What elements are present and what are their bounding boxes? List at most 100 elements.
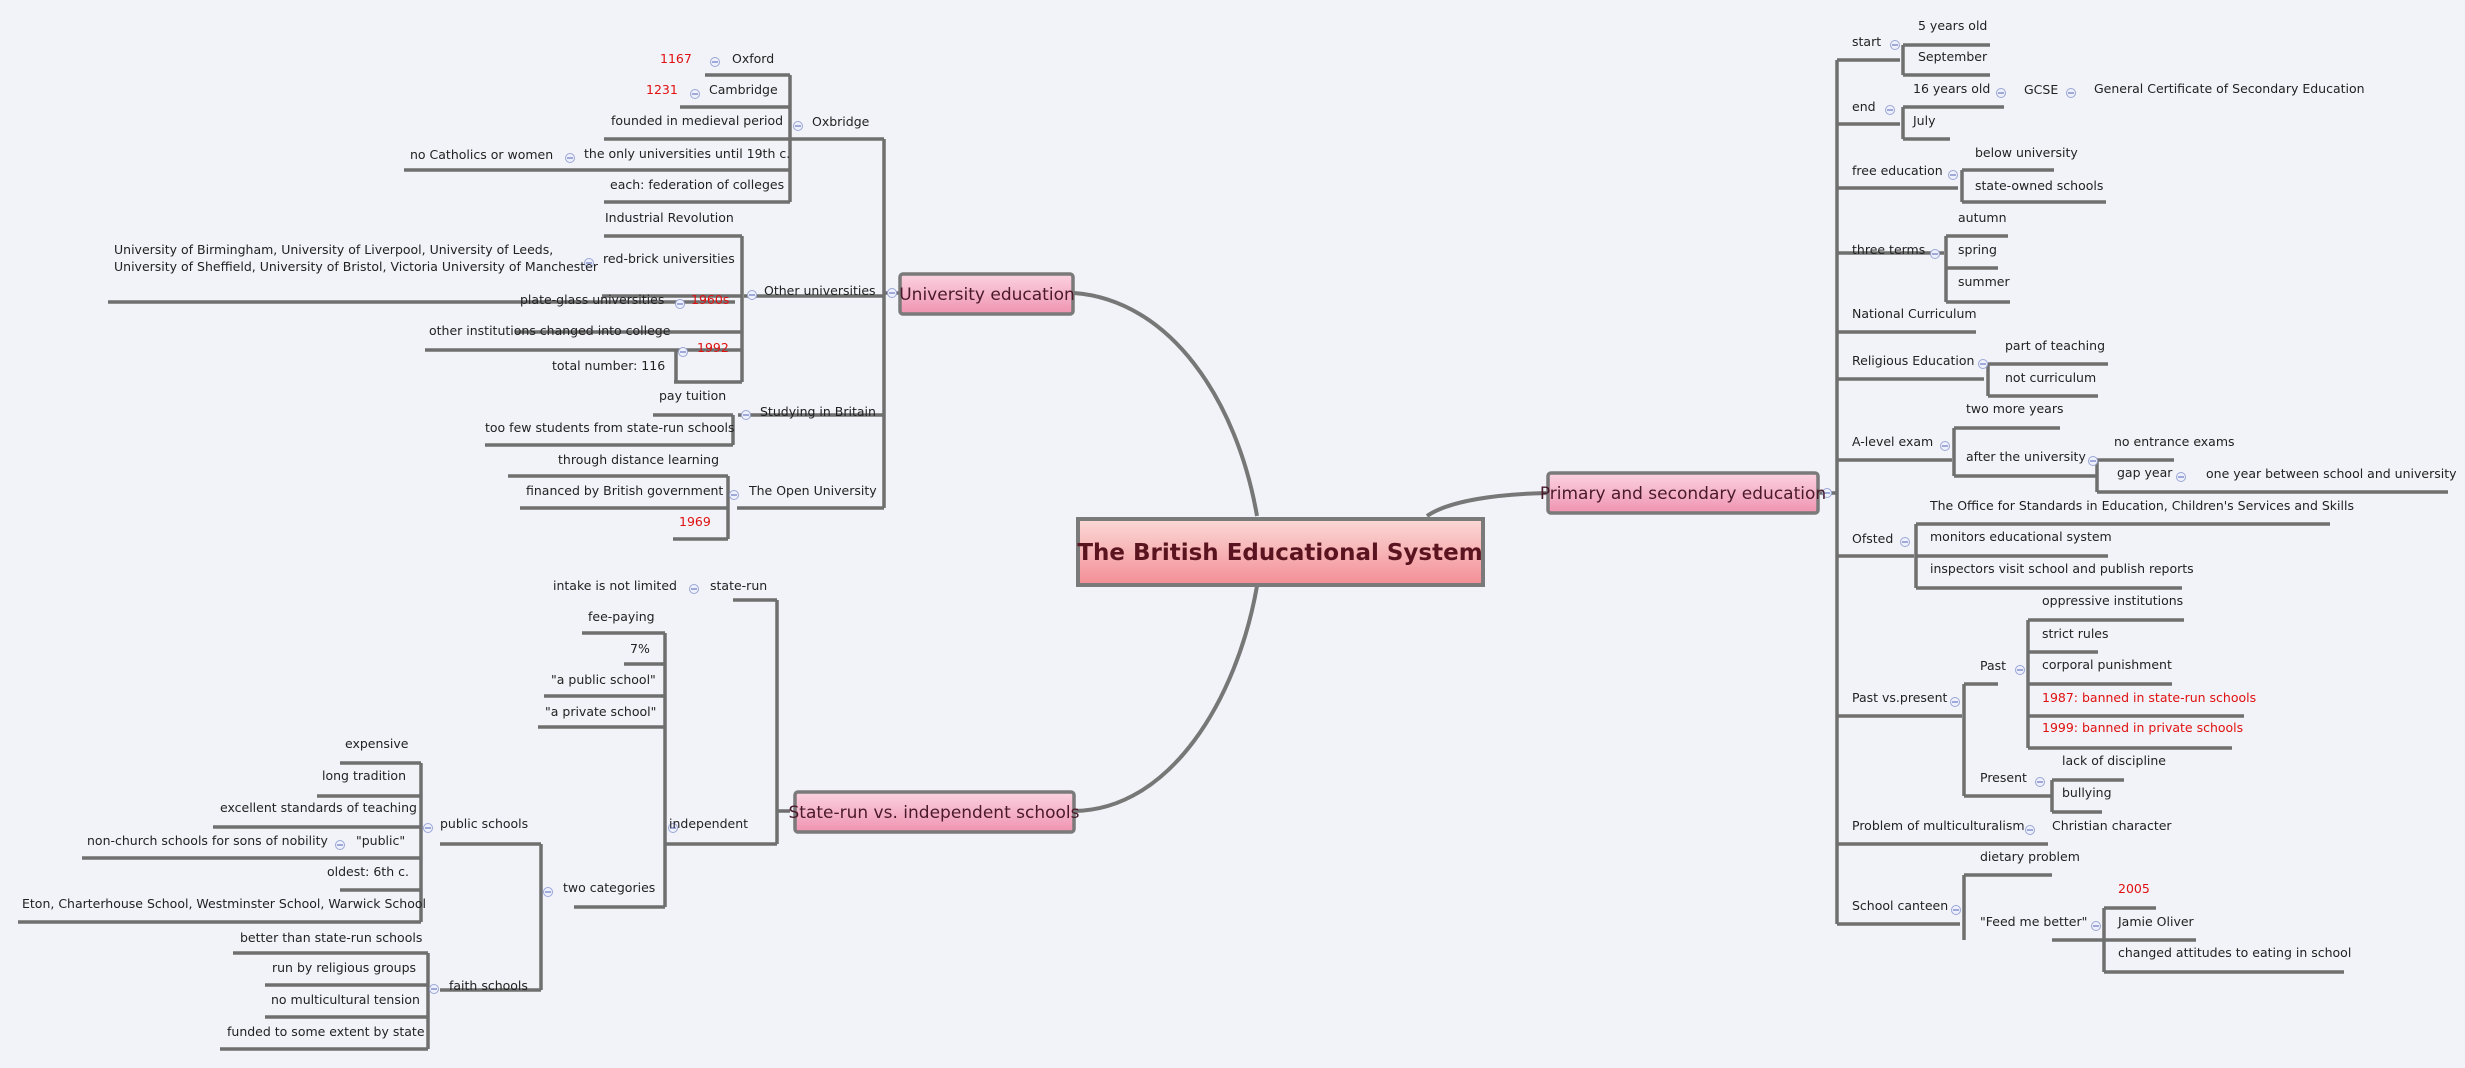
subtopic-label[interactable]: plate-glass universities [520,292,664,307]
subtopic-label[interactable]: Past vs.present [1852,690,1948,705]
subtopic-label[interactable]: end [1852,99,1876,114]
subtopic-label[interactable]: run by religious groups [272,960,416,975]
subtopic-label[interactable]: Cambridge [709,82,778,97]
subtopic-label[interactable]: 1231 [646,82,678,97]
subtopic-label[interactable]: faith schools [449,978,528,993]
subtopic-label[interactable]: University of Sheffield, University of B… [114,259,599,274]
subtopic-label[interactable]: three terms [1852,242,1925,257]
subtopic-label[interactable]: monitors educational system [1930,529,2112,544]
subtopic-label[interactable]: The Office for Standards in Education, C… [1929,498,2354,513]
subtopic-label[interactable]: each: federation of colleges [610,177,784,192]
subtopic-label[interactable]: excellent standards of teaching [220,800,417,815]
subtopic-label[interactable]: red-brick universities [603,251,735,266]
subtopic-label[interactable]: expensive [345,736,409,751]
subtopic-label[interactable]: part of teaching [2005,338,2105,353]
subtopic-label[interactable]: School canteen [1852,898,1948,913]
subtopic-label[interactable]: one year between school and university [2206,466,2457,481]
subtopic-label[interactable]: Eton, Charterhouse School, Westminster S… [22,896,426,911]
subtopic-label[interactable]: inspectors visit school and publish repo… [1930,561,2194,576]
subtopic-label[interactable]: corporal punishment [2042,657,2172,672]
subtopic-label[interactable]: Problem of multiculturalism [1852,818,2025,833]
subtopic-label[interactable]: September [1918,49,1988,64]
main-topic-university[interactable]: University education [898,272,1075,316]
subtopic-label[interactable]: 1999: banned in private schools [2042,720,2243,735]
subtopic-label[interactable]: bullying [2062,785,2112,800]
subtopic-label[interactable]: Industrial Revolution [605,210,734,225]
subtopic-label[interactable]: public schools [440,816,528,831]
subtopic-label[interactable]: A-level exam [1852,434,1933,449]
subtopic-label[interactable]: through distance learning [558,452,719,467]
subtopic-label[interactable]: Oxford [732,51,774,66]
subtopic-label[interactable]: non-church schools for sons of nobility [87,833,328,848]
subtopic-label[interactable]: Christian character [2052,818,2172,833]
subtopic-label[interactable]: below university [1975,145,2078,160]
subtopic-label[interactable]: no Catholics or women [410,147,553,162]
collapse-icon [2035,777,2045,787]
subtopic-label[interactable]: gap year [2117,465,2173,480]
subtopic-label[interactable]: funded to some extent by state [227,1024,425,1039]
subtopic-label[interactable]: oppressive institutions [2042,593,2183,608]
subtopic-label[interactable]: Past [1980,658,2006,673]
subtopic-label[interactable]: autumn [1958,210,2007,225]
subtopic-label[interactable]: dietary problem [1980,849,2080,864]
subtopic-label[interactable]: 16 years old [1913,81,1990,96]
subtopic-label[interactable]: founded in medieval period [611,113,783,128]
subtopic-label[interactable]: spring [1958,242,1997,257]
subtopic-label[interactable]: Present [1980,770,2027,785]
subtopic-label[interactable]: General Certificate of Secondary Educati… [2094,81,2365,96]
subtopic-label[interactable]: "public" [356,833,405,848]
subtopic-label[interactable]: too few students from state-run schools [485,420,735,435]
subtopic-label[interactable]: Jamie Oliver [2117,914,2195,929]
subtopic-label[interactable]: two more years [1966,401,2064,416]
subtopic-label[interactable]: not curriculum [2005,370,2096,385]
subtopic-label[interactable]: no multicultural tension [271,992,420,1007]
main-topic-primary-secondary[interactable]: Primary and secondary education [1540,471,1826,515]
subtopic-label[interactable]: Other universities [764,283,876,298]
subtopic-label[interactable]: 1987: banned in state-run schools [2042,690,2256,705]
subtopic-label[interactable]: GCSE [2024,82,2058,97]
subtopic-label[interactable]: National Curriculum [1852,306,1977,321]
subtopic-label[interactable]: other institutions changed into college [429,323,671,338]
subtopic-label[interactable]: free education [1852,163,1943,178]
subtopic-label[interactable]: summer [1958,274,2010,289]
subtopic-label[interactable]: 5 years old [1918,18,1987,33]
subtopic-label[interactable]: 2005 [2118,881,2150,896]
subtopic-label[interactable]: strict rules [2042,626,2109,641]
subtopic-label[interactable]: start [1852,34,1881,49]
subtopic-label[interactable]: state-run [710,578,767,593]
subtopic-label[interactable]: Religious Education [1852,353,1974,368]
subtopic-label[interactable]: 7% [630,641,650,656]
subtopic-label[interactable]: state-owned schools [1975,178,2103,193]
subtopic-label[interactable]: 1960s [691,292,729,307]
main-topic-state-run[interactable]: State-run vs. independent schools [788,790,1080,834]
subtopic-label[interactable]: oldest: 6th c. [327,864,409,879]
subtopic-label[interactable]: 1969 [679,514,711,529]
subtopic-label[interactable]: 1992 [697,340,729,355]
subtopic-label[interactable]: after the university [1966,449,2086,464]
subtopic-label[interactable]: changed attitudes to eating in school [2118,945,2351,960]
subtopic-label[interactable]: 1167 [660,51,692,66]
subtopic-label[interactable]: July [1912,113,1936,128]
subtopic-label[interactable]: intake is not limited [553,578,677,593]
subtopic-label[interactable]: better than state-run schools [240,930,422,945]
subtopic-label[interactable]: pay tuition [659,388,726,403]
subtopic-label[interactable]: Oxbridge [812,114,870,129]
subtopic-label[interactable]: University of Birmingham, University of … [114,242,553,257]
subtopic-label[interactable]: financed by British government [526,483,723,498]
subtopic-label[interactable]: the only universities until 19th c. [584,146,790,161]
subtopic-label[interactable]: Ofsted [1852,531,1893,546]
subtopic-label[interactable]: "Feed me better" [1980,914,2087,929]
subtopic-label[interactable]: independent [669,816,748,831]
subtopic-label[interactable]: Studying in Britain [760,404,876,419]
subtopic-label[interactable]: lack of discipline [2062,753,2166,768]
subtopic-label[interactable]: long tradition [322,768,406,783]
subtopic-label[interactable]: fee-paying [588,609,655,624]
collapse-markers[interactable] [335,40,2186,994]
subtopic-label[interactable]: "a public school" [551,672,656,687]
subtopic-label[interactable]: "a private school" [545,704,656,719]
root-topic[interactable]: The British Educational System [1076,517,1485,587]
subtopic-label[interactable]: total number: 116 [552,358,665,373]
subtopic-label[interactable]: The Open University [748,483,877,498]
subtopic-label[interactable]: two categories [563,880,655,895]
subtopic-label[interactable]: no entrance exams [2114,434,2235,449]
